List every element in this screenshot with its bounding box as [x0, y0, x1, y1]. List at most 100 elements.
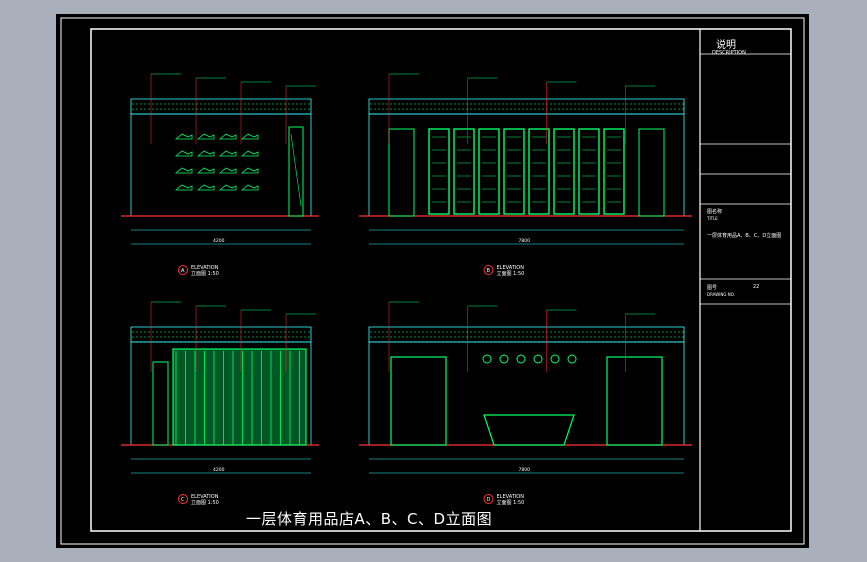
band-dot [308, 336, 310, 338]
shoe-display [218, 133, 237, 140]
shoe-display [196, 184, 215, 191]
band-dot [618, 336, 620, 338]
band-dot [666, 331, 668, 333]
band-dot [402, 103, 404, 105]
band-dot [594, 336, 596, 338]
band-dot [482, 331, 484, 333]
band-dot [570, 108, 572, 110]
band-dot [192, 108, 194, 110]
band-dot [378, 336, 380, 338]
door-left [388, 128, 415, 217]
band-dot [180, 103, 182, 105]
band-dot [382, 336, 384, 338]
display-cabinet [528, 128, 550, 215]
band-dot [550, 331, 552, 333]
band-dot [370, 108, 372, 110]
shoe-display [240, 150, 259, 157]
band-dot [132, 336, 134, 338]
band-dot [658, 336, 660, 338]
band-dot [562, 103, 564, 105]
band-dot [586, 103, 588, 105]
band-dot [264, 108, 266, 110]
band-dot [594, 108, 596, 110]
band-dot [670, 336, 672, 338]
display-cabinet [603, 128, 625, 215]
shoe-display [218, 150, 237, 157]
double-door-right [606, 356, 663, 446]
band-dot [574, 331, 576, 333]
band-dot [550, 108, 552, 110]
band-dot [422, 108, 424, 110]
band-dot [280, 331, 282, 333]
band-dot [670, 103, 672, 105]
band-dot [136, 336, 138, 338]
door [152, 361, 169, 446]
shoe-display [240, 167, 259, 174]
band-dot [204, 331, 206, 333]
band-dot [430, 331, 432, 333]
wall-medallion [567, 354, 577, 364]
band-dot [678, 331, 680, 333]
band-dot [304, 336, 306, 338]
band-dot [442, 336, 444, 338]
band-dot [402, 336, 404, 338]
band-dot [458, 103, 460, 105]
band-dot [394, 336, 396, 338]
band-dot [256, 103, 258, 105]
display-cabinet [503, 128, 525, 215]
inner-frame [90, 28, 792, 532]
band-dot [402, 108, 404, 110]
band-dot [224, 108, 226, 110]
elevation-scale: 立面图 1:50 [497, 499, 525, 506]
band-dot [486, 331, 488, 333]
title-value: 一层体育用品A、B、C、D立面图 [707, 233, 782, 239]
band-dot [650, 108, 652, 110]
band-dot [454, 336, 456, 338]
band-dot [296, 108, 298, 110]
band-dot [292, 103, 294, 105]
band-dot [650, 103, 652, 105]
band-dot [478, 331, 480, 333]
title-block-heading-en: DESCRIPTION [712, 50, 746, 56]
band-dot [140, 336, 142, 338]
band-dot [578, 336, 580, 338]
band-dot [494, 103, 496, 105]
band-dot [682, 103, 684, 105]
band-dot [470, 336, 472, 338]
band-dot [582, 108, 584, 110]
band-dot [236, 331, 238, 333]
band-dot [510, 108, 512, 110]
band-dot [256, 331, 258, 333]
band-dot [594, 103, 596, 105]
band-dot [626, 331, 628, 333]
band-dot [682, 108, 684, 110]
band-dot [426, 331, 428, 333]
band-dot [614, 103, 616, 105]
band-dot [152, 336, 154, 338]
band-dot [164, 108, 166, 110]
band-dot [414, 103, 416, 105]
band-dot [180, 336, 182, 338]
wall-outline [130, 113, 312, 217]
band-dot [526, 103, 528, 105]
shoe-display [174, 184, 193, 191]
elevation-marker [483, 265, 494, 275]
band-dot [498, 331, 500, 333]
band-dot [280, 108, 282, 110]
band-dot [204, 103, 206, 105]
band-dot [410, 103, 412, 105]
band-dot [634, 108, 636, 110]
band-dot [252, 331, 254, 333]
band-dot [542, 331, 544, 333]
band-dot [486, 108, 488, 110]
band-dot [502, 336, 504, 338]
band-dot [506, 336, 508, 338]
band-dot [566, 336, 568, 338]
wall-medallion [550, 354, 560, 364]
dimension-total-label: 7800 [519, 238, 531, 244]
band-dot [642, 336, 644, 338]
title-block [700, 53, 791, 305]
elevation-label: ELEVATION [497, 494, 525, 500]
band-dot [228, 331, 230, 333]
